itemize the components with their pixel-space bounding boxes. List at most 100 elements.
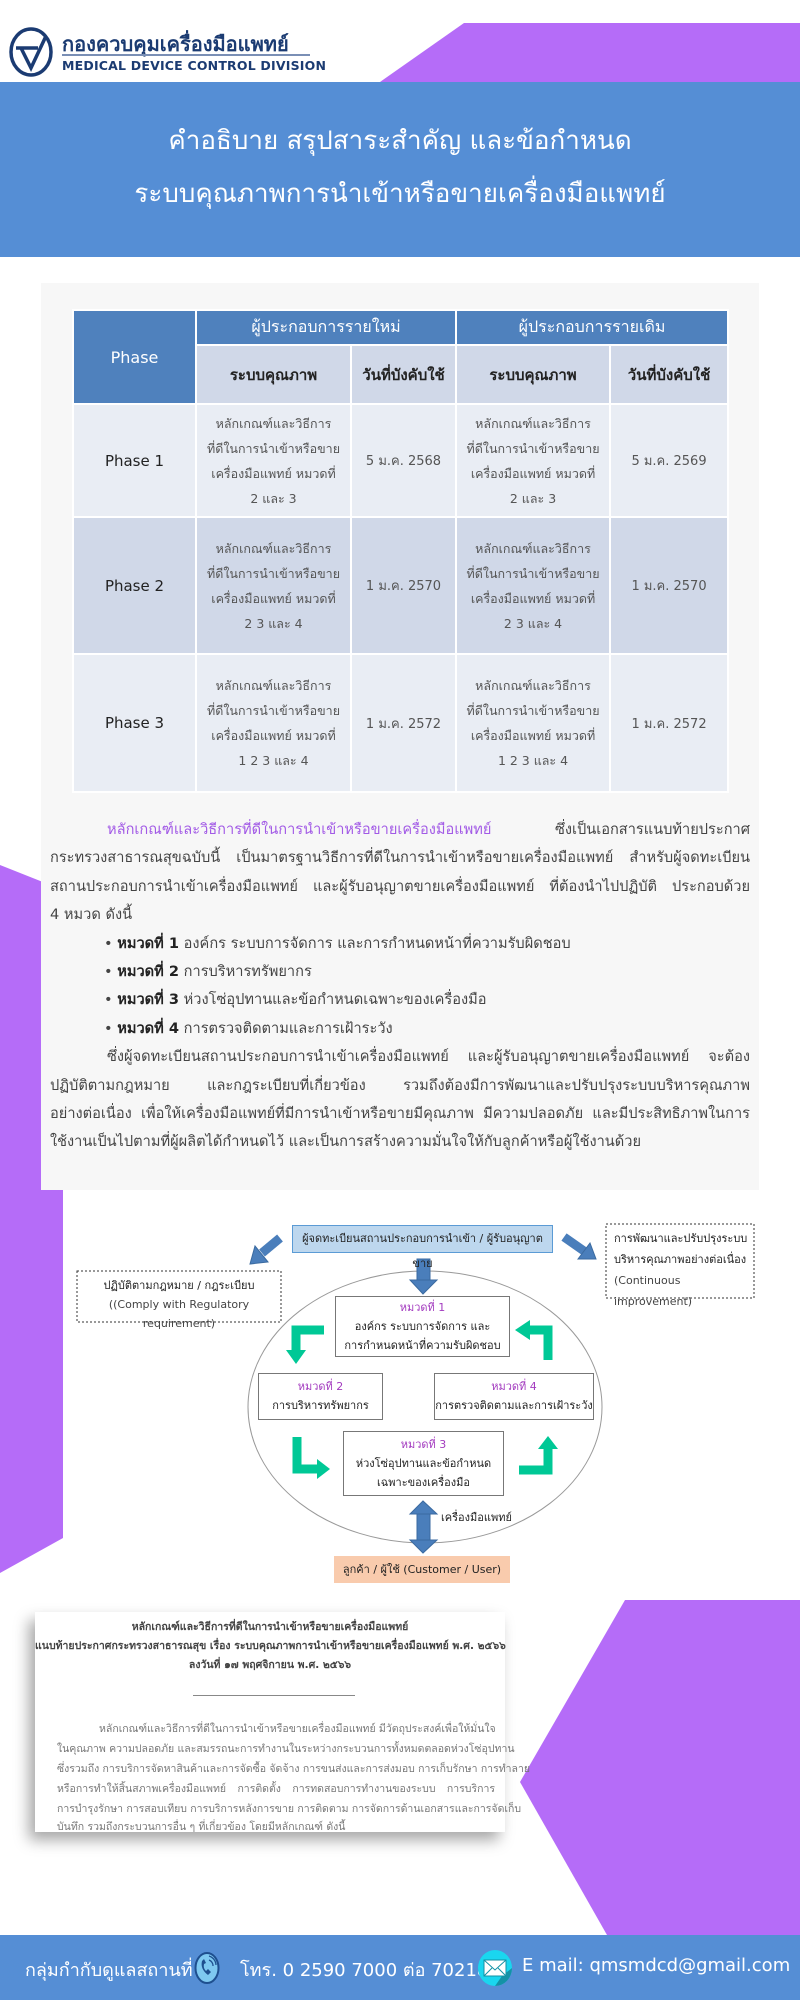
bullet-text: การตรวจติดตามและการเฝ้าระวัง [179, 1019, 393, 1037]
document-body-line: การบำรุงรักษา การสอบเทียบ การบริการหลังก… [57, 1803, 522, 1815]
bullet-label: หมวดที่ 1 [117, 934, 180, 952]
header-quality-system-new: ระบบคุณภาพ [195, 344, 352, 405]
closing-line: ปฏิบัติตามกฎหมาย และกฎระเบียบที่เกี่ยวข้… [50, 1076, 750, 1094]
category-3-title: หมวดที่ 3 [400, 1438, 447, 1451]
bullet-label: หมวดที่ 4 [117, 1019, 180, 1037]
phase-table: Phase ผู้ประกอบการรายใหม่ ผู้ประกอบการรา… [72, 309, 730, 793]
intro-highlight: หลักเกณฑ์และวิธีการที่ดีในการนำเข้าหรือข… [107, 821, 492, 838]
customer-box: ลูกค้า / ผู้ใช้ (Customer / User) [334, 1556, 510, 1583]
header-phase: Phase [72, 309, 197, 405]
quality-system-cell: หลักเกณฑ์และวิธีการที่ดีในการนำเข้าหรือข… [195, 653, 352, 793]
header-new-operators: ผู้ประกอบการรายใหม่ [194, 309, 458, 346]
footer-contact-bar: กลุ่มกำกับดูแลสถานที่ โทร. 0 2590 7000 ต… [0, 1935, 800, 2000]
regulatory-box-border [76, 1270, 282, 1323]
org-name-thai: กองควบคุมเครื่องมือแพทย์ [62, 32, 289, 56]
bullet-item: • หมวดที่ 4 การตรวจติดตามและการเฝ้าระวัง [104, 1019, 393, 1037]
green-arrow-3-to-4-icon [519, 1436, 558, 1475]
effective-date-cell: 1 ม.ค. 2572 [609, 653, 730, 793]
operator-box: ผู้จดทะเบียนสถานประกอบการนำเข้า / ผู้รับ… [292, 1225, 553, 1270]
document-body-line: ซึ่งรวมถึง การบริการจัดหาสินค้าและการจัด… [57, 1763, 531, 1775]
cell-line: หลักเกณฑ์และวิธีการ [475, 415, 591, 431]
cell-line: เครื่องมือแพทย์ หมวดที่ [470, 465, 596, 481]
header-existing-operators: ผู้ประกอบการรายเดิม [455, 309, 730, 346]
category-2-line1: การบริหารทรัพยากร [272, 1399, 369, 1412]
cell-line: ที่ดีในการนำเข้าหรือขาย [206, 565, 341, 581]
arrow-down-left-icon [249, 1234, 283, 1265]
cell-line: 2 และ 3 [509, 490, 557, 506]
document-excerpt: หลักเกณฑ์และวิธีการที่ดีในการนำเข้าหรือข… [35, 1612, 531, 1833]
footer-group-name: กลุ่มกำกับดูแลสถานที่ [25, 1960, 193, 1981]
page-title-line1: คำอธิบาย สรุปสาระสำคัญ และข้อกำหนด [168, 126, 632, 156]
effective-date-cell: 5 ม.ค. 2569 [609, 403, 730, 518]
cell-line: ที่ดีในการนำเข้าหรือขาย [466, 440, 600, 456]
improvement-line1: การพัฒนาและปรับปรุงระบบ [614, 1232, 748, 1245]
table-row: Phase 2 หลักเกณฑ์และวิธีการที่ดีในการนำเ… [72, 516, 730, 655]
green-arrow-4-to-1-icon [515, 1320, 553, 1360]
document-title-line2: แนบท้ายประกาศกระทรวงสาธารณสุข เรื่อง ระบ… [35, 1640, 506, 1652]
quality-system-cell: หลักเกณฑ์และวิธีการที่ดีในการนำเข้าหรือข… [455, 653, 612, 793]
mdcd-logo-icon [9, 27, 53, 77]
intro-text: หลักเกณฑ์และวิธีการที่ดีในการนำเข้าหรือข… [50, 816, 750, 1157]
intro-line1-text: ซึ่งเป็นเอกสารแนบท้ายประกาศ [491, 821, 750, 838]
document-title-line1: หลักเกณฑ์และวิธีการที่ดีในการนำเข้าหรือข… [131, 1621, 409, 1633]
bullet-text: ห่วงโซ่อุปทานและข้อกำหนดเฉพาะของเครื่องม… [179, 991, 487, 1009]
cell-line: ที่ดีในการนำเข้าหรือขาย [206, 440, 341, 456]
phase-cell: Phase 2 [72, 516, 197, 655]
phase-cell: Phase 1 [72, 403, 197, 518]
improvement-box-border [605, 1223, 755, 1299]
regulatory-box: ปฏิบัติตามกฎหมาย / กฎระเบียบ ((Comply wi… [79, 1276, 279, 1333]
intro-line: หลักเกณฑ์และวิธีการที่ดีในการนำเข้าหรือข… [50, 816, 750, 844]
quality-system-cell: หลักเกณฑ์และวิธีการที่ดีในการนำเข้าหรือข… [455, 403, 612, 518]
cell-line: เครื่องมือแพทย์ หมวดที่ [470, 590, 596, 606]
bullet-item: • หมวดที่ 2 การบริหารทรัพยากร [104, 963, 312, 981]
green-arrow-2-to-3-icon [292, 1437, 330, 1479]
cell-line: ที่ดีในการนำเข้าหรือขาย [206, 703, 341, 718]
double-arrow-icon [408, 1500, 439, 1554]
header-purple-shape [380, 23, 800, 82]
category-1-line1: องค์กร ระบบการจัดการ และ [354, 1320, 491, 1333]
cell-line: หลักเกณฑ์และวิธีการ [215, 540, 332, 556]
cell-line: 1 2 3 และ 4 [238, 753, 309, 768]
envelope-icon [478, 1950, 512, 1986]
quality-system-cell: หลักเกณฑ์และวิธีการที่ดีในการนำเข้าหรือข… [195, 516, 352, 655]
category-2-box: หมวดที่ 2 การบริหารทรัพยากร [258, 1373, 383, 1420]
intro-line: สถานประกอบการนำเข้าเครื่องมือแพทย์ และผู… [50, 877, 750, 895]
category-1-box: หมวดที่ 1 องค์กร ระบบการจัดการ และ การกำ… [335, 1296, 510, 1357]
green-arrow-1-to-2-icon [286, 1325, 324, 1364]
footer-phone[interactable]: โทร. 0 2590 7000 ต่อ 70218 [240, 1960, 489, 1981]
footer-email[interactable]: E mail: qmsmdcd@gmail.com [522, 1955, 791, 1976]
header-effective-date-existing: วันที่บังคับใช้ [609, 344, 730, 405]
effective-date-cell: 1 ม.ค. 2572 [349, 653, 458, 793]
regulatory-line2: ((Comply with Regulatory requirement) [108, 1298, 250, 1330]
category-4-line1: การตรวจติดตามและการเฝ้าระวัง [435, 1399, 593, 1412]
cell-line: 2 3 และ 4 [244, 615, 303, 631]
effective-date-cell: 1 ม.ค. 2570 [609, 516, 730, 655]
effective-date-cell: 5 ม.ค. 2568 [349, 403, 458, 518]
improvement-box: การพัฒนาและปรับปรุงระบบ บริหารคุณภาพอย่า… [608, 1228, 752, 1312]
category-1-title: หมวดที่ 1 [399, 1301, 446, 1314]
device-label: เครื่องมือแพทย์ [441, 1511, 512, 1524]
cell-line: เครื่องมือแพทย์ หมวดที่ [211, 728, 336, 743]
intro-line: 4 หมวด ดังนี้ [50, 906, 133, 924]
cell-line: 2 และ 3 [250, 490, 297, 506]
header-effective-date-new: วันที่บังคับใช้ [349, 344, 458, 405]
effective-date-cell: 1 ม.ค. 2570 [349, 516, 458, 655]
category-1-line2: การกำหนดหน้าที่ความรับผิดชอบ [344, 1339, 501, 1352]
bullet-item: • หมวดที่ 3 ห่วงโซ่อุปทานและข้อกำหนดเฉพา… [104, 991, 487, 1009]
closing-line: ซึ่งผู้จดทะเบียนสถานประกอบการนำเข้าเครื่… [107, 1048, 750, 1066]
phone-icon [194, 1952, 220, 1984]
cell-line: 2 3 และ 4 [503, 615, 563, 631]
cell-line: หลักเกณฑ์และวิธีการ [475, 540, 591, 556]
arrow-down-icon [408, 1258, 439, 1295]
bullet-label: หมวดที่ 2 [117, 963, 180, 981]
bullet-text: องค์กร ระบบการจัดการ และการกำหนดหน้าที่ค… [179, 934, 571, 952]
header-quality-system-existing: ระบบคุณภาพ [455, 344, 612, 405]
category-2-title: หมวดที่ 2 [297, 1380, 344, 1393]
category-3-line2: เฉพาะของเครื่องมือ [377, 1476, 470, 1489]
cell-line: หลักเกณฑ์และวิธีการ [215, 678, 332, 693]
document-divider [193, 1695, 355, 1696]
closing-line: ใช้งานเป็นไปตามที่ผู้ผลิตได้กำหนดไว้ และ… [50, 1133, 641, 1151]
table-row: Phase 3 หลักเกณฑ์และวิธีการที่ดีในการนำเ… [72, 653, 730, 793]
table-row: Phase 1 หลักเกณฑ์และวิธีการที่ดีในการนำเ… [72, 403, 730, 518]
cell-line: หลักเกณฑ์และวิธีการ [215, 415, 332, 431]
